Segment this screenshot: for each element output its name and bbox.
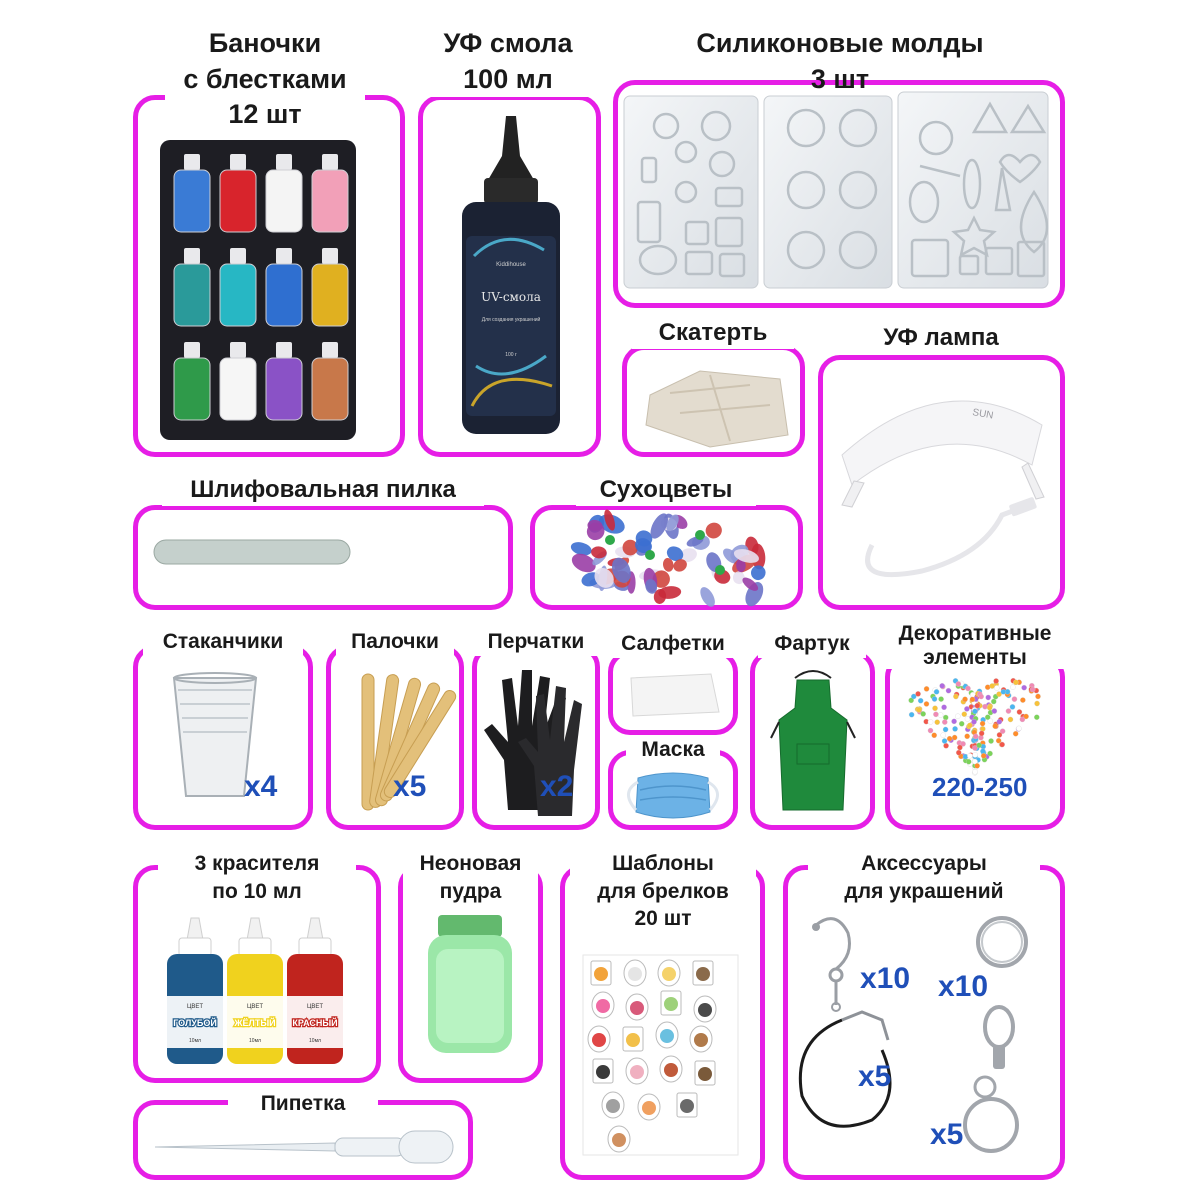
key-rings-image [976,916,1028,968]
dyes-image: ЦВЕТ ГОЛУБОЙ 10мл ЦВЕТ ЖЁЛТЫЙ 10мл ЦВЕТ КРАСНЫЙ… [167,917,343,1064]
earrings-qty: x10 [860,962,911,995]
title-gloves: Перчатки [475,628,597,656]
dye-name: КРАСНЫЙ [292,1017,337,1028]
title-napkins: Салфетки [610,630,736,658]
title-sanding-file: Шлифовальная пилка [162,474,484,506]
cups-qty: x4 [244,770,278,803]
bottle-weight: 100 г [505,352,517,358]
dye-name: ГОЛУБОЙ [173,1017,217,1028]
title-accessories: Аксессуары для украшений [808,850,1040,906]
uv-lamp-image: SUN [841,400,1045,578]
uv-resin-bottle: UV-смола Kiddihouse Для создания украшен… [462,116,560,434]
decor-image [908,677,1041,776]
gloves-image [484,670,582,816]
dye-volume: 10мл [189,1038,201,1044]
title-apron: Фартук [758,630,866,658]
frame-uv-resin [418,95,601,457]
cups-image [172,672,258,797]
mask-image [627,772,719,819]
bottle-sub: Для создания украшений [482,316,541,323]
clasps-image [963,1005,1019,1153]
dye-tag: ЦВЕТ [307,1004,323,1010]
title-neon-powder: Неоновая пудра [403,850,538,906]
title-dyes: 3 красителя по 10 мл [158,850,356,906]
cords-image [798,1010,892,1128]
dye-volume: 10мл [249,1038,261,1044]
pipette-image [154,1130,454,1164]
sanding-file-image [153,539,351,565]
earring-hooks-image [812,917,851,1012]
frame-dried-flowers [530,505,803,610]
title-pipette: Пипетка [228,1090,378,1118]
neon-powder-image [428,915,512,1053]
frame-silicone-molds [613,80,1065,308]
tablecloth-image [645,370,789,448]
title-dried-flowers: Сухоцветы [576,474,756,506]
title-sticks: Палочки [336,628,454,656]
bottle-label: UV-смола [481,290,541,304]
title-uv-resin: УФ смола 100 мл [428,26,588,98]
glitter-jars-image [160,140,356,440]
sticks-image [361,673,457,811]
cords-qty: x5 [858,1060,892,1093]
decor-qty: 220-250 [932,772,1028,802]
sticks-qty: x5 [393,770,427,803]
silicone-molds-image [623,91,1049,289]
title-silicone-molds: Силиконовые молды 3 шт [696,28,984,94]
apron-image [770,670,856,811]
dried-flowers-image [570,509,766,607]
title-tablecloth: Скатерть [632,317,794,349]
title-cups: Стаканчики [143,628,303,656]
rings-qty: x10 [938,970,989,1003]
dye-tag: ЦВЕТ [187,1004,203,1010]
dye-name: ЖЁЛТЫЙ [233,1017,275,1028]
lamp-brand: SUN [971,407,994,422]
title-mask: Маска [626,736,720,764]
gloves-qty: x2 [540,770,574,803]
frame-sanding-file [133,505,513,610]
templates-image [582,954,739,1156]
frame-uv-lamp [818,355,1065,610]
title-templates: Шаблоны для брелков 20 шт [570,850,756,934]
title-glitter-jars: Баночки с блестками 12 шт [165,26,365,133]
dye-volume: 10мл [309,1038,321,1044]
title-uv-lamp: УФ лампа [858,322,1024,354]
napkins-image [630,673,720,717]
title-decor: Декоративные элементы [885,622,1065,670]
clasps-qty: x5 [930,1118,964,1151]
bottle-brand: Kiddihouse [496,262,526,268]
dye-tag: ЦВЕТ [247,1004,263,1010]
